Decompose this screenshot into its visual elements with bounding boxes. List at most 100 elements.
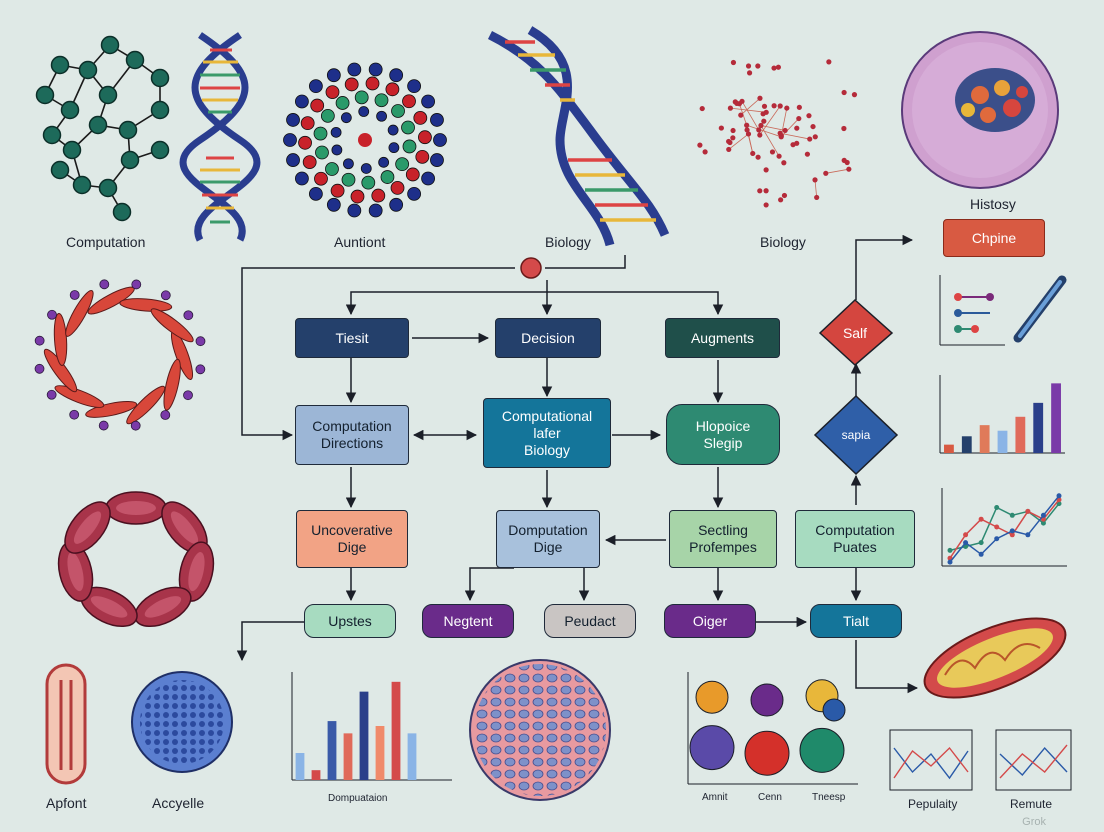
node-hlopoice-slegip[interactable]: Hlopoice Slegip [666,404,780,465]
pipette-illustration [1013,275,1067,343]
label-auntiont: Auntiont [334,234,386,250]
series-point [1025,532,1031,538]
series-point [947,547,953,553]
node-domputation-dige[interactable]: Domputation Dige [496,510,600,568]
node-tiesit[interactable]: Tiesit [295,318,409,358]
atom-ring-illustration [283,62,447,218]
label-pepulaity: Pepulaity [908,797,958,811]
bar [327,721,337,780]
node-oiger[interactable]: Oiger [664,604,756,638]
series-line [949,495,1060,563]
node-chpine[interactable]: Chpine [943,219,1045,257]
sapia-diamond-shape [813,394,899,476]
cluster-blob [822,698,846,722]
cluster-x-label-1: Amnit [702,792,728,803]
frame [995,729,1072,791]
bar-chart-bottom [291,672,452,781]
series-point [978,516,984,522]
remute-mini-line-chart [995,729,1072,791]
label-histosy: Histosy [970,196,1016,212]
bar [407,733,417,780]
node-negtent[interactable]: Negtent [422,604,514,638]
bar [391,681,401,780]
bar [997,430,1008,453]
label-remute: Remute [1010,797,1053,811]
bar [979,425,990,453]
cluster-x-label-2: Cenn [758,792,782,803]
dot-plot-mini-chart [939,275,1005,346]
histology-cell-illustration [901,31,1059,189]
watermark: Grok [1022,816,1046,828]
protein-ribbon-illustration [34,279,206,431]
node-augments[interactable]: Augments [665,318,780,358]
bar [295,753,305,780]
series-point [978,540,984,546]
series-point [1009,532,1015,538]
series-point [1009,528,1015,534]
blue-cell-illustration [131,671,233,773]
series-point [963,532,969,538]
frame [889,729,973,791]
node-sectling-profempes[interactable]: Sectling Profempes [669,510,777,568]
label-biology-b: Biology [760,234,806,250]
series-line [949,499,1060,559]
cluster-blob [689,725,735,771]
flow-connectors [236,234,919,694]
series-point [1025,508,1031,514]
series-line [949,503,1060,552]
cluster-blob [744,730,790,776]
capsule-cell-illustration [45,663,87,785]
node-tialt[interactable]: Tialt [810,604,902,638]
series-line [999,746,1068,777]
series-point [994,524,1000,530]
node-computation-directions[interactable]: Computation Directions [295,405,409,465]
line-chart-right [941,488,1067,567]
molecule-network-illustration [35,35,170,222]
node-computational-biology[interactable]: Computational lafer Biology [483,398,611,468]
bar [944,444,954,453]
bar [1033,402,1044,453]
textured-sphere-illustration [469,659,611,801]
mitochondrion-illustration [923,617,1067,699]
series-point [947,559,953,565]
cluster-blob [799,727,845,773]
bar [359,691,369,780]
series-point [1009,512,1015,518]
series-point [1040,512,1046,518]
mitochondria-cluster-illustration [57,491,215,628]
pepulaity-mini-line-chart [889,729,973,791]
node-decision[interactable]: Decision [495,318,601,358]
node-sapia[interactable]: sapia [841,427,871,442]
cluster-x-label-3: Tneesp [812,792,846,803]
bar-chart-xlabel: Dompuataion [328,793,388,804]
series-point [978,551,984,557]
series-line [893,747,969,780]
bar [375,726,385,780]
node-peudact[interactable]: Peudact [544,604,636,638]
dna-helix-small-illustration [179,32,261,242]
cluster-blob [750,683,784,717]
series-point [994,536,1000,542]
label-accyelle: Accyelle [152,795,205,811]
node-computation-puates[interactable]: Computation Puates [795,510,915,568]
bar [1051,383,1061,453]
node-uncoverative-dige[interactable]: Uncoverative Dige [296,510,408,568]
cluster-blob [695,680,729,714]
decision-junction-dot [520,257,542,279]
bar [343,733,353,780]
bar-chart-right [939,375,1065,454]
series-point [1056,493,1062,499]
bar [1015,416,1026,453]
node-salf[interactable]: Salf [842,324,868,341]
bar [961,436,972,453]
label-biology-a: Biology [545,234,591,250]
salf-diamond-shape [818,298,894,367]
node-upstes[interactable]: Upstes [304,604,396,638]
network-sphere-illustration [697,59,858,208]
label-computation: Computation [66,234,146,250]
cluster-scatter-chart [687,672,858,785]
dna-helix-large-illustration [487,26,670,247]
series-point [963,540,969,546]
series-point [994,505,1000,510]
